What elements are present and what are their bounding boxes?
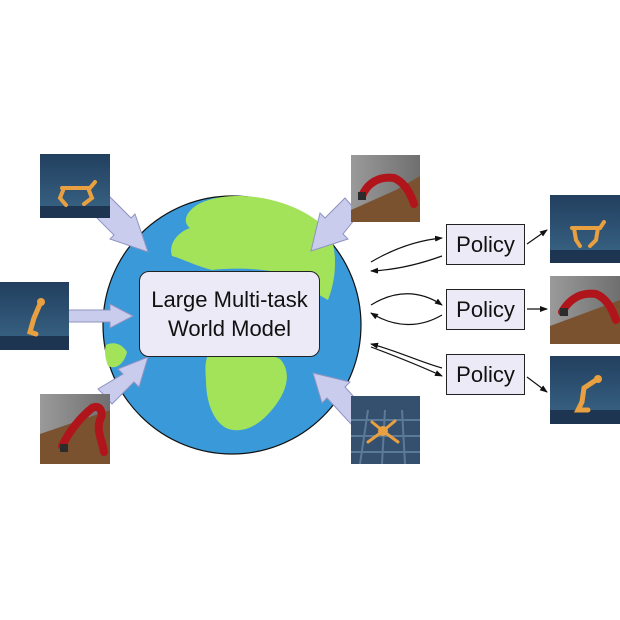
input-arrow-arm-left [97,356,149,405]
world-model-label-line2: World Model [167,316,292,341]
quadruped-env-thumb [351,396,420,465]
cheetah-env-thumb [40,154,110,218]
robot-arm-env-thumb [40,394,110,464]
policy-label: Policy [456,231,515,257]
hopper-env-thumb [550,356,620,424]
policy-label: Policy [456,296,515,322]
globe-land-west [104,343,127,368]
policy-label: Policy [456,361,515,387]
world-model-label-line1: Large Multi-task [151,287,308,312]
output-arrow-3 [526,376,548,393]
globe-land-africa [205,348,287,431]
input-arrows [59,191,365,425]
exchange-arrows [370,235,443,377]
arrow-from-policy-1 [370,255,443,274]
output-arrows [526,229,548,393]
world-model-box: Large Multi-task World Model [139,271,320,357]
arrow-from-policy-3 [370,342,443,369]
arrow-to-policy-1 [370,235,443,263]
arrow-to-policy-3 [370,346,443,377]
robot-arm-env-thumb [351,155,420,222]
arrow-from-policy-2 [370,312,443,326]
arrow-to-policy-2 [370,293,443,306]
hopper-env-thumb [0,282,69,350]
output-arrow-1 [526,229,548,245]
policy-box-3: Policy [446,354,525,395]
policy-box-2: Policy [446,289,525,330]
cheetah-env-thumb [550,195,620,263]
policy-box-1: Policy [446,224,525,265]
robot-arm-env-thumb [550,276,620,344]
